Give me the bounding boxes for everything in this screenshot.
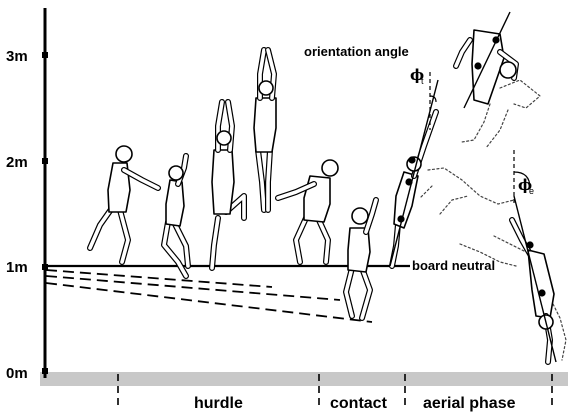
diver-figure-7 [392, 112, 436, 266]
tick-label-1m: 1m [6, 259, 28, 276]
diver-figure-2 [164, 156, 188, 276]
diver-figure-3 [212, 102, 244, 268]
tick-label-2m: 2m [6, 154, 28, 171]
diver-figure-4 [254, 50, 276, 210]
board-deflection-lines [46, 270, 372, 322]
ground-strip [40, 372, 568, 386]
diver-figure-8 [456, 30, 516, 104]
diver-figure-6 [346, 200, 376, 318]
tick-label-3m: 3m [6, 48, 28, 65]
diver-figure-5 [278, 160, 338, 262]
orientation-angle-label: orientation angle [304, 44, 409, 59]
tick-2m [42, 158, 48, 164]
phase-label-contact: contact [330, 395, 388, 412]
trunk-orientation-line-1 [390, 80, 438, 266]
tick-label-0m: 0m [6, 365, 28, 382]
phase-label-aerial: aerial phase [423, 395, 516, 412]
phase-label-hurdle: hurdle [194, 395, 243, 412]
board-neutral-label: board neutral [412, 258, 495, 273]
diver-figure-9 [512, 220, 554, 362]
tick-3m [42, 52, 48, 58]
marker-dot [474, 62, 481, 69]
diver-figure-1 [90, 146, 158, 262]
marker-dot [408, 156, 415, 163]
tick-0m [42, 368, 48, 374]
ghost-figure-middle [420, 168, 514, 214]
phi-e-subscript: e [529, 186, 534, 196]
